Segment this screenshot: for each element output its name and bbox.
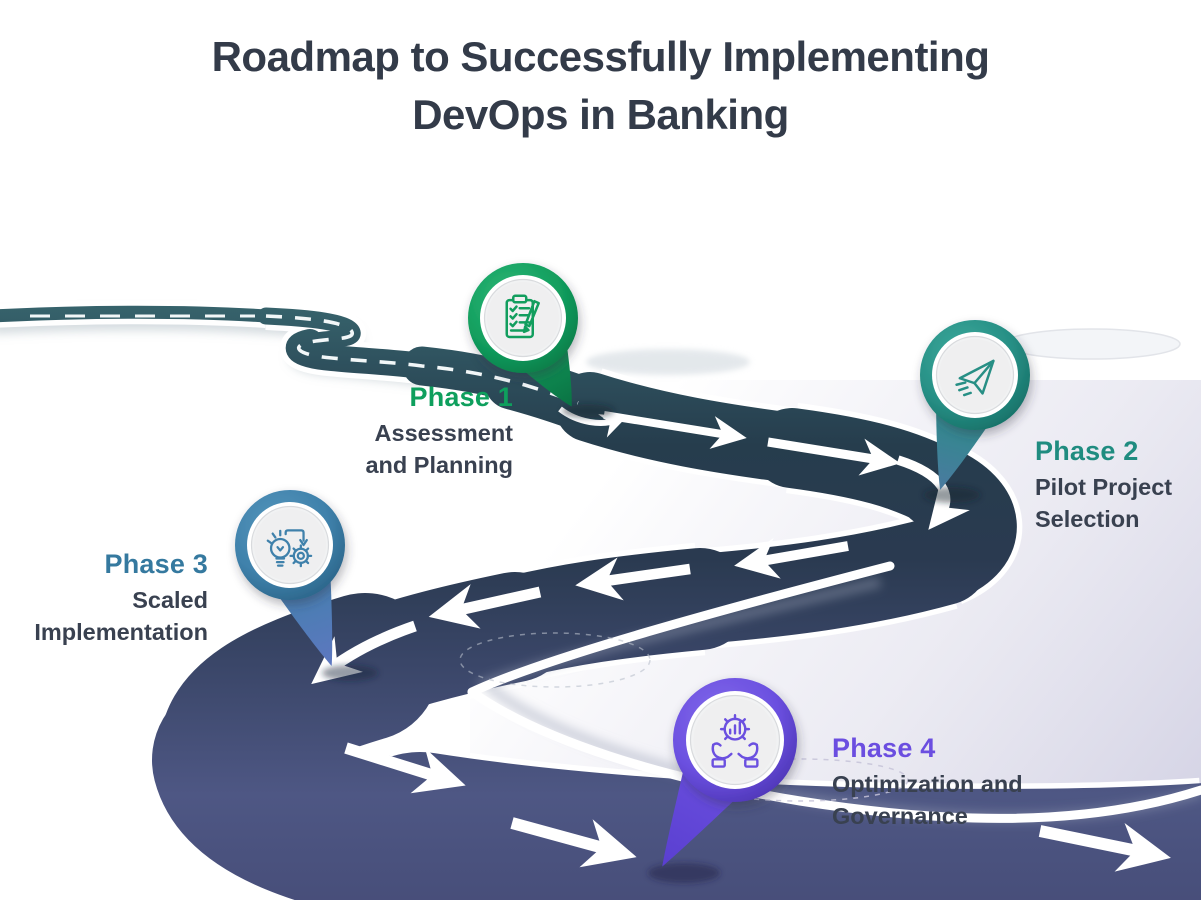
road-arrow — [575, 557, 691, 601]
phase-4-label: Phase 4 Optimization and Governance — [832, 733, 1023, 833]
idea-to-gear-icon — [266, 529, 313, 568]
phase-4-name: Optimization and Governance — [832, 771, 1023, 829]
road-arrow — [344, 742, 466, 794]
ground-ellipse — [586, 349, 750, 375]
phase-2-name: Pilot Project Selection — [1035, 474, 1173, 532]
page-title-line2: DevOps in Banking — [412, 90, 789, 138]
phase-2-title: Phase 2 — [1035, 436, 1139, 466]
road-arrow — [1038, 823, 1171, 872]
phase-3-name: Scaled Implementation — [34, 587, 208, 645]
road-arrows — [311, 406, 1171, 872]
pin-phase-4 — [662, 678, 797, 867]
pin-phase-1 — [468, 263, 578, 407]
road-arrow — [510, 817, 637, 868]
ground-ellipse — [1003, 328, 1181, 360]
phase-4-title: Phase 4 — [832, 733, 936, 763]
phase-1-title: Phase 1 — [409, 382, 513, 412]
phase-2-label: Phase 2 Pilot Project Selection — [1035, 436, 1172, 536]
road-arrow — [603, 411, 747, 449]
paper-plane-icon — [955, 359, 995, 397]
page-title: Roadmap to Successfully Implementing Dev… — [0, 28, 1201, 144]
checklist-icon — [505, 294, 540, 339]
road-arrow — [428, 584, 542, 629]
road-arrow — [767, 437, 901, 476]
pin-phase-3 — [235, 490, 345, 667]
phase-3-title: Phase 3 — [104, 549, 208, 579]
pin-shadows — [322, 404, 980, 883]
dashed-ellipse — [459, 632, 651, 688]
page-title-line1: Roadmap to Successfully Implementing — [211, 33, 990, 80]
pin-phase-2 — [920, 320, 1030, 490]
phase-1-name: Assessment and Planning — [365, 420, 513, 478]
phase-1-label: Phase 1 Assessment and Planning — [365, 382, 513, 482]
gear-in-hands-icon — [711, 714, 759, 768]
phase-3-label: Phase 3 Scaled Implementation — [34, 549, 208, 649]
dashed-ellipse — [691, 758, 909, 802]
road-arrow — [734, 537, 849, 579]
road-centerline-dashes — [30, 314, 579, 405]
